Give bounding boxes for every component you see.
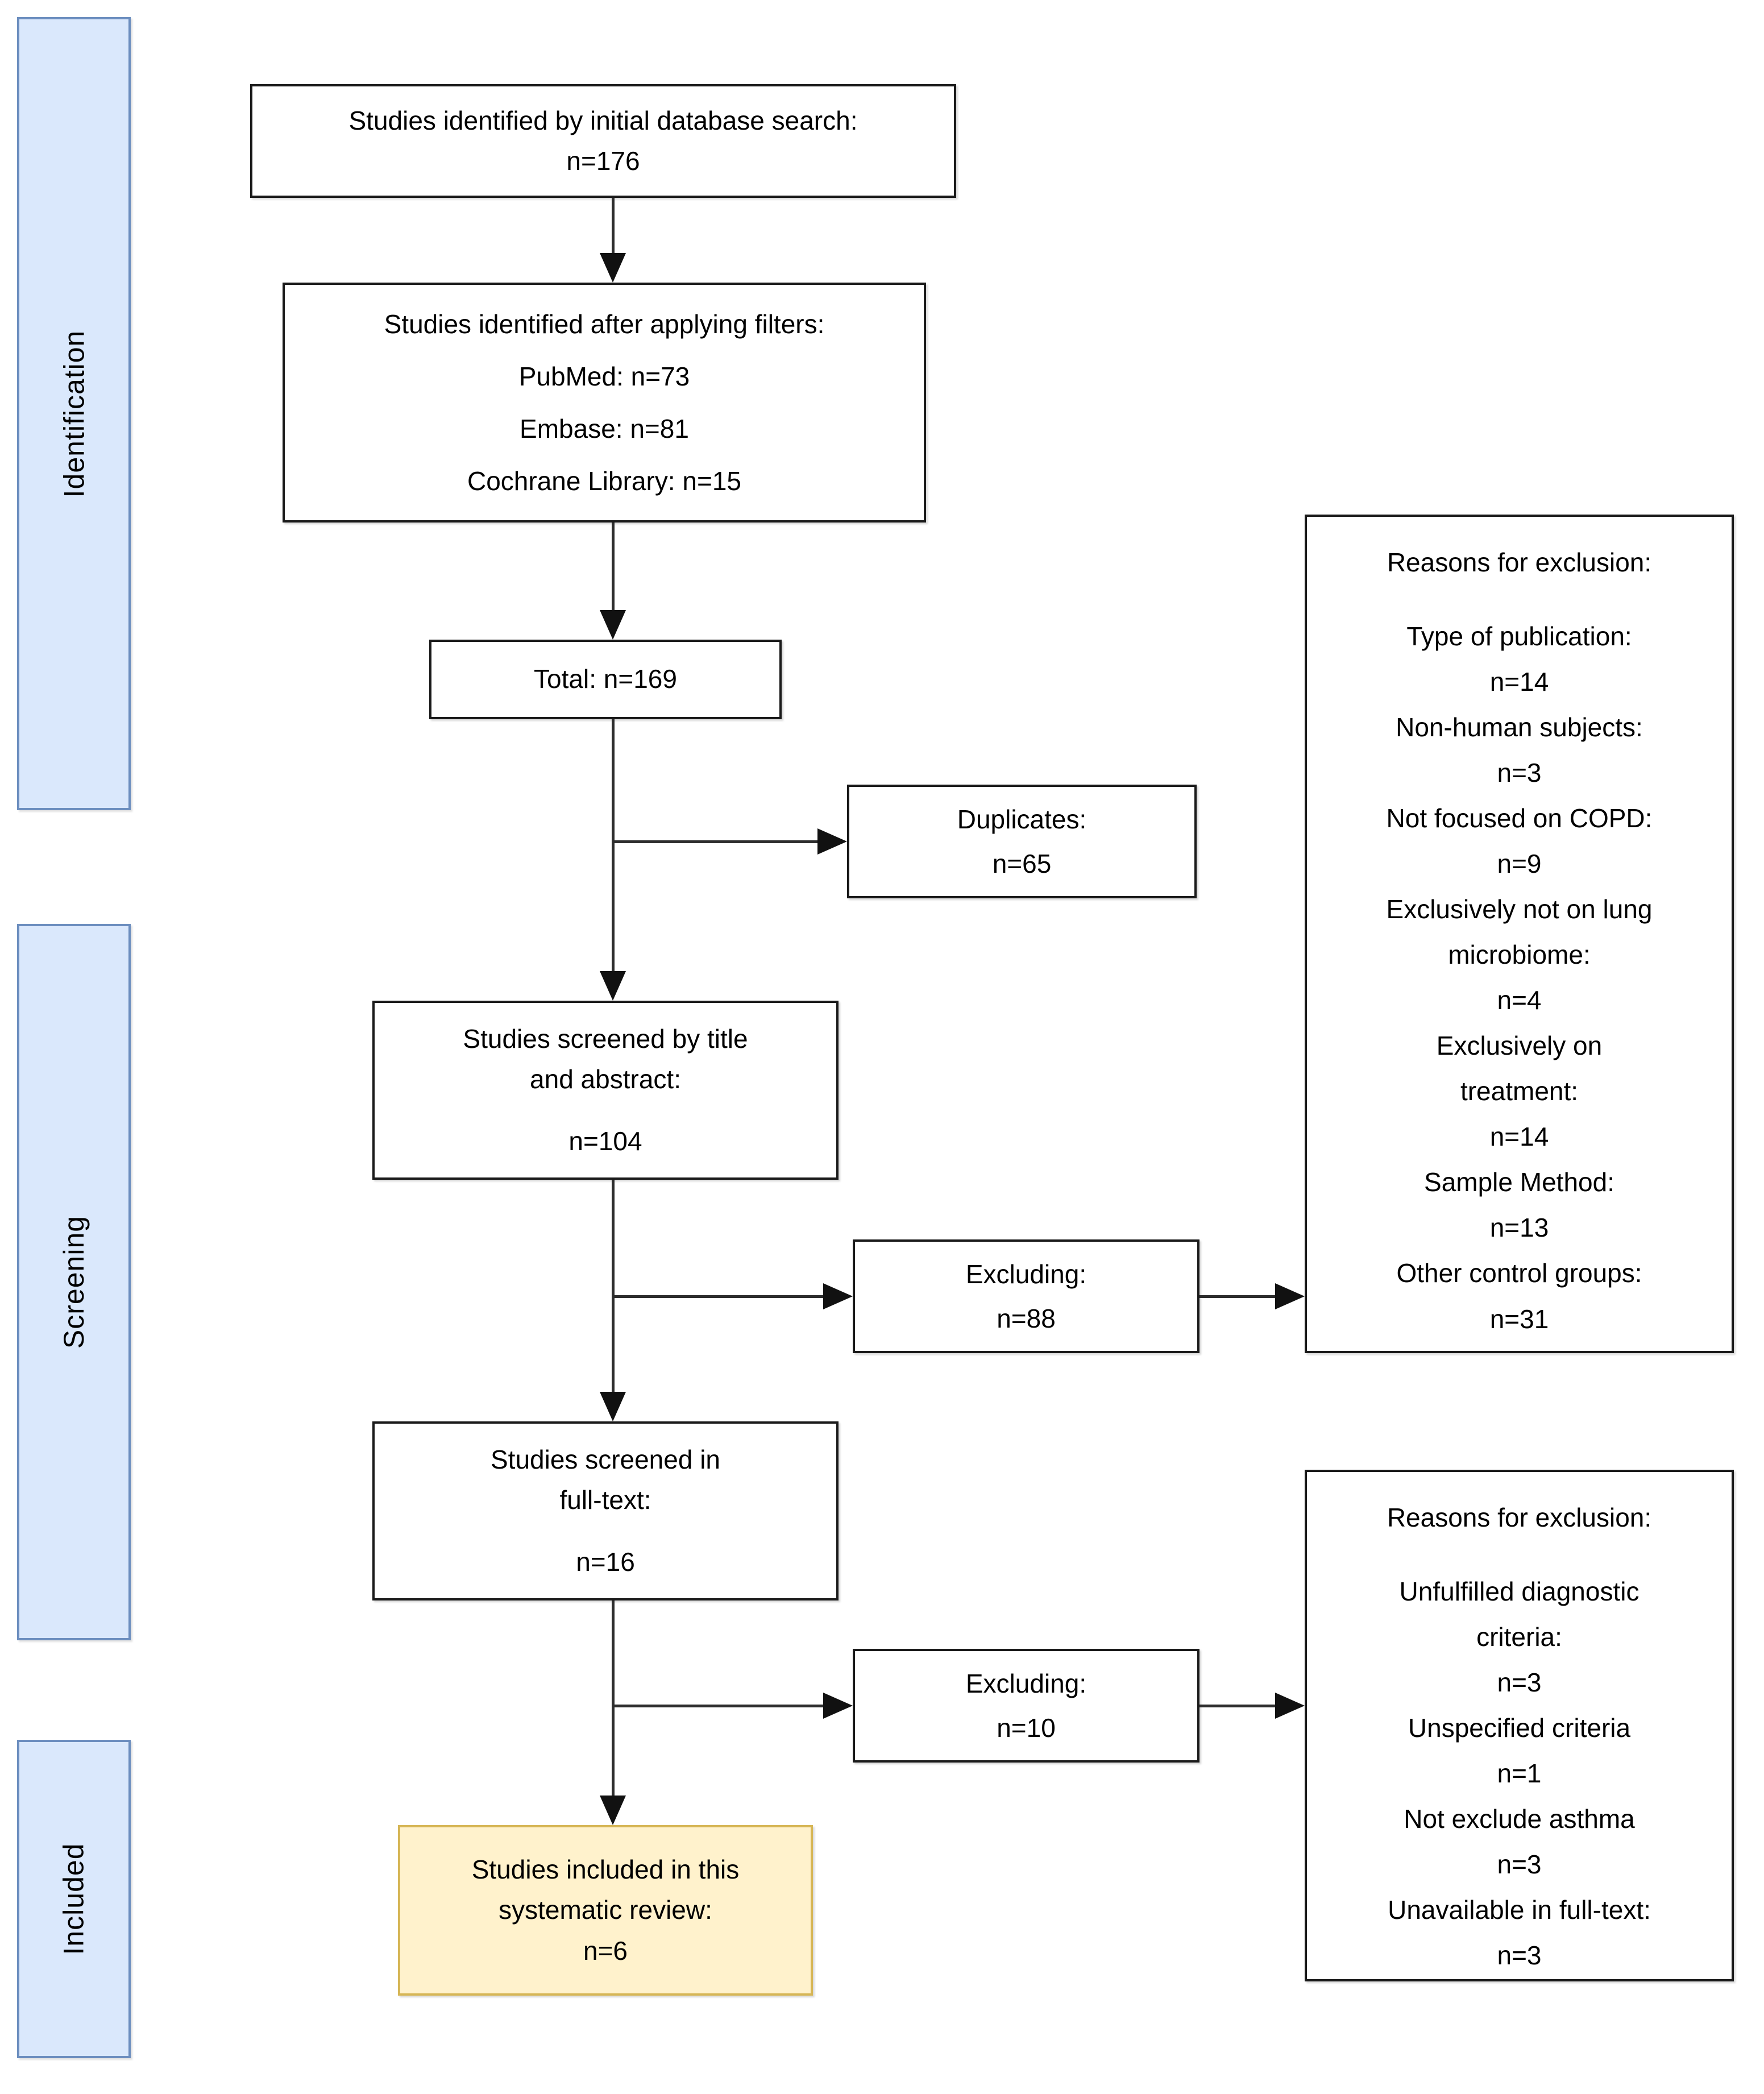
box-filters: Studies identified after applying filter… [283,283,926,523]
stage-band-identification: Identification [17,17,131,810]
stage-band-screening: Screening [17,924,131,1640]
reason-line: Non-human subjects: [1396,712,1643,743]
box-text-line: Studies screened in [490,1444,721,1474]
reason-line: Sample Method: [1424,1167,1614,1197]
box-text-line: n=88 [997,1304,1056,1333]
reason-line: Unspecified criteria [1408,1713,1631,1743]
box-text-line: Embase: n=81 [520,414,689,443]
connector-line [612,198,615,253]
box-text-line: systematic review: [499,1895,712,1925]
box-included-review: Studies included in this systematic revi… [398,1825,813,1996]
box-text-line: Cochrane Library: n=15 [467,466,741,496]
box-text-line: Studies included in this [471,1855,740,1885]
box-reasons-screening: Reasons for exclusion: Type of publicati… [1305,515,1734,1353]
box-initial-search: Studies identified by initial database s… [250,84,956,198]
box-text-line: PubMed: n=73 [518,362,690,391]
reason-line: Unavailable in full-text: [1388,1895,1651,1925]
box-text-line: n=176 [566,146,640,176]
arrow-right-icon [823,1283,853,1309]
connector-line [612,1295,823,1298]
reason-line: n=9 [1497,849,1542,879]
arrow-down-icon [600,971,626,1001]
connector-line [612,719,615,971]
box-text-line: Excluding: [965,1259,1087,1289]
reason-line: n=14 [1489,667,1549,697]
reason-line: treatment: [1460,1076,1579,1106]
box-duplicates: Duplicates: n=65 [847,785,1197,898]
connector-line [612,840,819,843]
box-screened-full-text: Studies screened in full-text: n=16 [372,1421,839,1600]
reason-line: n=1 [1497,1759,1542,1789]
arrow-down-icon [600,610,626,640]
box-text-line: n=10 [997,1713,1056,1743]
reason-line: n=14 [1489,1122,1549,1152]
box-text-line: and abstract: [530,1064,681,1094]
arrow-down-icon [600,1796,626,1825]
arrow-right-icon [1275,1693,1305,1719]
reason-line: Type of publication: [1406,621,1632,652]
reason-line: Other control groups: [1396,1258,1642,1288]
reason-line: n=3 [1497,1850,1542,1880]
arrow-right-icon [823,1693,853,1719]
box-excluding-full-text: Excluding: n=10 [853,1649,1199,1763]
box-text-line: Studies screened by title [463,1023,748,1054]
box-text-line: n=16 [576,1547,635,1577]
stage-band-included: Included [17,1740,131,2058]
box-text-line: n=6 [583,1935,628,1966]
box-text-line: Studies identified by initial database s… [348,105,858,135]
box-total: Total: n=169 [429,640,782,719]
reason-line: Exclusively not on lung [1386,894,1653,924]
arrow-right-icon [817,828,847,855]
box-text-line: full-text: [559,1485,651,1515]
stage-label-included: Included [58,1843,90,1955]
box-text-line: Duplicates: [957,804,1087,834]
box-reasons-full-text: Reasons for exclusion: Unfulfilled diagn… [1305,1470,1734,1981]
reason-line: n=13 [1489,1213,1549,1243]
reason-line: n=3 [1497,1668,1542,1698]
arrow-right-icon [1275,1283,1305,1309]
reason-line: Unfulfilled diagnostic [1399,1577,1640,1607]
reasons-title: Reasons for exclusion: [1387,548,1652,577]
box-text-line: n=104 [568,1126,642,1156]
connector-line [612,1180,615,1392]
box-text-line: Studies identified after applying filter… [384,309,825,339]
box-text-line: n=65 [992,849,1052,878]
reason-line: Exclusively on [1436,1031,1603,1061]
box-text-line: Total: n=169 [534,664,677,694]
box-screened-title-abstract: Studies screened by title and abstract: … [372,1001,839,1180]
arrow-down-icon [600,253,626,283]
reason-line: Not exclude asthma [1404,1804,1635,1834]
connector-line [612,1600,615,1796]
reason-line: criteria: [1476,1622,1562,1652]
reasons-title: Reasons for exclusion: [1387,1503,1652,1532]
reason-line: n=3 [1497,758,1542,788]
reason-line: microbiome: [1448,940,1591,970]
connector-line [612,1705,823,1707]
reason-line: n=31 [1489,1304,1549,1334]
reason-line: Not focused on COPD: [1386,803,1653,834]
reason-line: n=4 [1497,985,1542,1015]
box-text-line: Excluding: [965,1668,1087,1698]
stage-label-screening: Screening [58,1215,90,1349]
arrow-down-icon [600,1392,626,1421]
connector-line [612,523,615,610]
reason-line: n=3 [1497,1940,1542,1971]
connector-line [1199,1705,1275,1707]
stage-label-identification: Identification [58,330,90,497]
box-excluding-screening: Excluding: n=88 [853,1239,1199,1353]
connector-line [1199,1295,1275,1298]
